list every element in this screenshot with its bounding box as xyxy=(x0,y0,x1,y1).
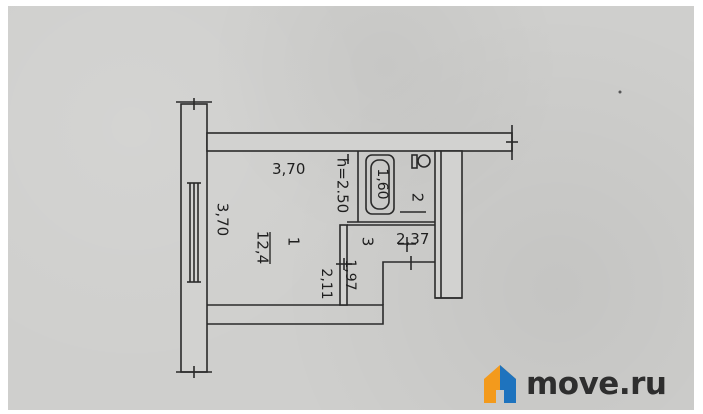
hall-number-label: 3 xyxy=(358,236,377,247)
top-wall xyxy=(206,132,513,152)
bottom-wall xyxy=(207,304,384,325)
toilet-tank xyxy=(411,154,418,169)
move-ru-watermark: move.ru xyxy=(482,362,667,406)
hall-length-label: 2,37 xyxy=(396,230,430,248)
toilet-bowl xyxy=(417,154,431,168)
room-area-label: 12,4 xyxy=(253,230,272,265)
room-width-label: 3,70 xyxy=(272,160,306,178)
ceiling-height-label: h=2.50 xyxy=(333,157,352,214)
room-number-label: 1 xyxy=(284,236,303,247)
plan-paper xyxy=(8,6,694,410)
hall-lower-wall xyxy=(382,261,435,305)
house-logo-icon xyxy=(484,365,516,403)
hall-width-b-label: 2,11 xyxy=(318,268,334,300)
paper-texture xyxy=(8,6,694,410)
bath-size-label: 1,60 xyxy=(374,168,390,200)
room-depth-label: 3,70 xyxy=(213,202,232,237)
hall-width-a-label: 1,97 xyxy=(342,259,358,291)
bath-room-number-label: 2 xyxy=(408,192,427,203)
right-wall xyxy=(434,150,463,299)
watermark-brand: move.ru xyxy=(526,366,667,402)
bathtub xyxy=(365,154,395,215)
